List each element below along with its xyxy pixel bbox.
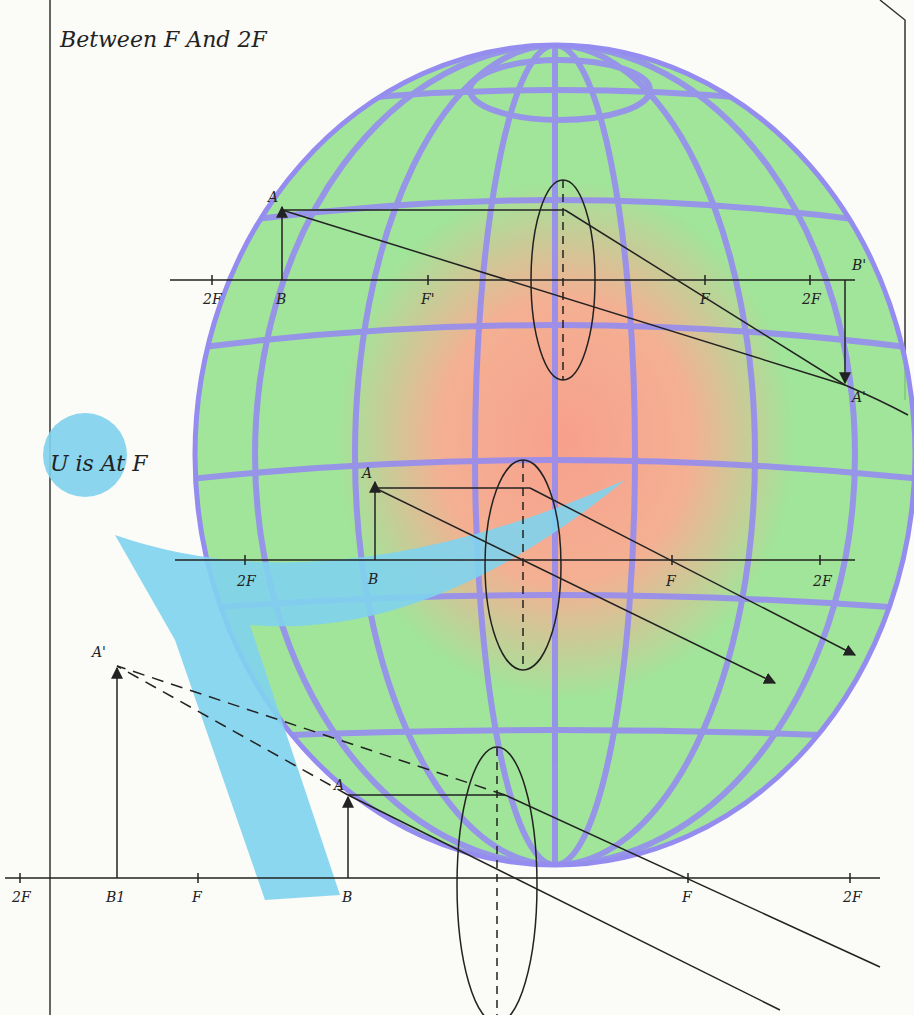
point-label: A [334, 778, 344, 793]
point-label: 2F [843, 890, 862, 905]
point-label: B [276, 292, 286, 307]
point-label: A' [852, 390, 866, 405]
point-label: A' [92, 645, 106, 660]
point-label: 2F [802, 292, 821, 307]
point-label: A [268, 190, 278, 205]
point-label: F [666, 574, 676, 589]
section-heading: Between F And 2F [60, 28, 267, 52]
section-heading: U is At F [50, 452, 147, 476]
point-label: F [682, 890, 692, 905]
ray-diagram-3 [5, 666, 880, 1015]
point-label: F' [421, 292, 435, 307]
ray-diagram-2 [175, 460, 855, 683]
point-label: F [192, 890, 202, 905]
point-label: B' [852, 258, 866, 273]
point-label: B [368, 572, 378, 587]
point-label: A [362, 466, 372, 481]
point-label: 2F [12, 890, 31, 905]
point-label: F [700, 292, 710, 307]
figure-watermark [43, 413, 625, 900]
margin-line [49, 0, 51, 1015]
point-label: B [342, 890, 352, 905]
ray-diagram-1 [170, 180, 908, 415]
point-label: 2F [203, 292, 222, 307]
point-label: B1 [106, 890, 125, 905]
point-label: 2F [237, 574, 256, 589]
point-label: 2F [813, 574, 832, 589]
